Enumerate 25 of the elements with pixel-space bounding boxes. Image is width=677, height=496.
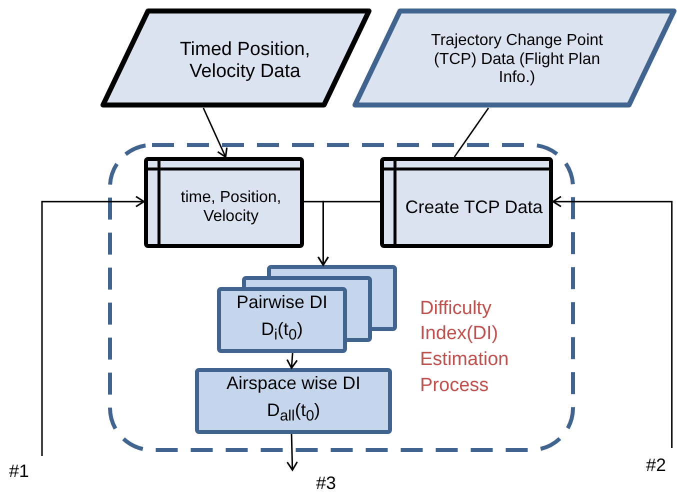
node-label: Create TCP Data bbox=[405, 197, 543, 219]
node-label: Trajectory Change Point (TCP) Data (Flight Plan Info.) bbox=[430, 32, 604, 88]
data-parallelogram bbox=[100, 8, 372, 108]
node-label: D$_{all}$(t$_{0}$) bbox=[266, 400, 320, 426]
node-label: Timed Position, Velocity Data bbox=[178, 38, 312, 84]
node-label: Pairwise DI bbox=[236, 292, 328, 314]
predefined-process-box bbox=[144, 157, 304, 248]
process-box bbox=[195, 368, 392, 434]
predefined-process-box bbox=[380, 157, 553, 248]
node-label: D$_{i}$(t$_{0}$) bbox=[261, 319, 303, 345]
stacked-process-box bbox=[217, 265, 397, 353]
group-title: Difficulty Index(DI) Estimation Process bbox=[420, 296, 510, 398]
terminal-label: #1 bbox=[8, 461, 30, 483]
terminal-label: #2 bbox=[646, 455, 666, 477]
node-label: Airspace wise DI bbox=[226, 373, 361, 395]
arrow bbox=[317, 200, 380, 266]
arrow bbox=[286, 434, 298, 471]
arrow bbox=[286, 352, 298, 369]
process-group bbox=[108, 143, 575, 452]
arrow bbox=[41, 196, 145, 456]
terminal-label: #3 bbox=[316, 473, 336, 495]
data-parallelogram bbox=[352, 8, 677, 108]
node-label: time, Position, Velocity bbox=[180, 189, 282, 227]
arrow bbox=[202, 108, 228, 158]
arrow bbox=[552, 196, 673, 448]
